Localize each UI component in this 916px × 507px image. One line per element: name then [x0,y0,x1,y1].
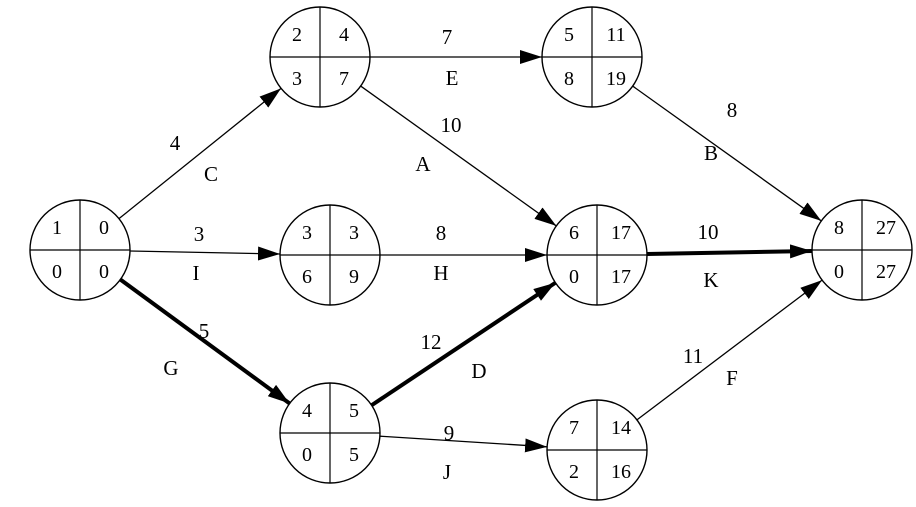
node-cell-top-left: 7 [569,417,579,439]
edge-duration-label: 9 [444,421,455,445]
node-cell-bottom-right: 9 [349,266,359,288]
edge-activity-label: F [726,366,738,390]
node-cell-bottom-left: 0 [834,261,844,283]
node-cell-top-right: 3 [349,222,359,244]
edge-duration-label: 8 [436,221,447,245]
node-cell-top-left: 4 [302,400,312,422]
edge-D: 12D [370,281,557,407]
edge-arrow [118,87,282,220]
node-cell-bottom-right: 0 [99,261,109,283]
edge-activity-label: J [443,460,451,484]
edge-arrow [119,277,291,406]
edge-J: 9J [379,421,548,484]
node-2: 2 4 3 7 [269,6,371,108]
edge-activity-label: G [163,356,178,380]
node-cell-bottom-left: 2 [569,461,579,483]
edge-duration-label: 3 [194,222,205,246]
edge-duration-label: 11 [683,344,703,368]
node-cell-top-left: 2 [292,24,302,46]
edge-G: 5G [119,277,291,406]
node-8: 8 27 0 27 [811,199,913,301]
node-cell-top-right: 5 [349,400,359,422]
node-cell-top-right: 17 [611,222,631,244]
edge-duration-label: 7 [442,25,453,49]
edge-F: 11F [636,279,823,421]
node-cell-bottom-left: 6 [302,266,312,288]
edge-activity-label: B [704,141,718,165]
edge-activity-label: I [193,261,200,285]
node-3: 3 3 6 9 [279,204,381,306]
edge-I: 3I [129,222,281,285]
edge-H: 8H [380,221,547,285]
node-cell-top-right: 14 [611,417,631,439]
node-cell-bottom-right: 7 [339,68,349,90]
node-cell-top-right: 27 [876,217,896,239]
node-cell-top-right: 0 [99,217,109,239]
node-cell-bottom-left: 0 [302,444,312,466]
node-cell-bottom-right: 27 [876,261,896,283]
edge-activity-label: E [446,66,459,90]
node-4: 4 5 0 5 [279,382,381,484]
node-5: 5 11 8 19 [541,6,643,108]
node-cell-top-left: 8 [834,217,844,239]
node-cell-bottom-right: 17 [611,266,631,288]
node-cell-top-right: 11 [606,24,625,46]
edge-C: 4C [118,87,282,220]
node-cell-top-left: 5 [564,24,574,46]
node-cell-bottom-left: 0 [569,266,579,288]
node-cell-bottom-right: 5 [349,444,359,466]
node-cell-bottom-left: 0 [52,261,62,283]
edge-duration-label: 4 [170,131,181,155]
edge-activity-label: K [703,268,718,292]
node-cell-top-left: 1 [52,217,62,239]
edge-duration-label: 5 [199,319,210,343]
edge-activity-label: H [433,261,448,285]
edge-activity-label: C [204,162,218,186]
node-cell-bottom-right: 16 [611,461,631,483]
node-cell-top-right: 4 [339,24,349,46]
edge-B: 8B [632,85,822,222]
node-cell-bottom-left: 3 [292,68,302,90]
edge-arrow [632,85,822,222]
node-1: 1 0 0 0 [29,199,131,301]
edge-duration-label: 10 [441,113,462,137]
edge-A: 10A [360,85,557,227]
node-cell-top-left: 6 [569,222,579,244]
edge-duration-label: 10 [698,220,719,244]
edge-duration-label: 8 [727,98,738,122]
edge-arrow [636,279,823,421]
node-cell-bottom-right: 19 [606,68,626,90]
node-cell-top-left: 3 [302,222,312,244]
edge-activity-label: D [471,359,486,383]
edge-arrow [646,244,813,259]
edge-arrow [379,435,548,453]
edge-K: 10K [646,220,813,292]
edge-activity-label: A [415,152,431,176]
edge-arrow [370,281,557,407]
node-7: 7 14 2 16 [546,399,648,501]
edge-duration-label: 12 [421,330,442,354]
edge-arrow [129,246,281,261]
edge-arrow [360,85,557,227]
node-6: 6 17 0 17 [546,204,648,306]
node-cell-bottom-left: 8 [564,68,574,90]
edge-E: 7E [370,25,542,90]
